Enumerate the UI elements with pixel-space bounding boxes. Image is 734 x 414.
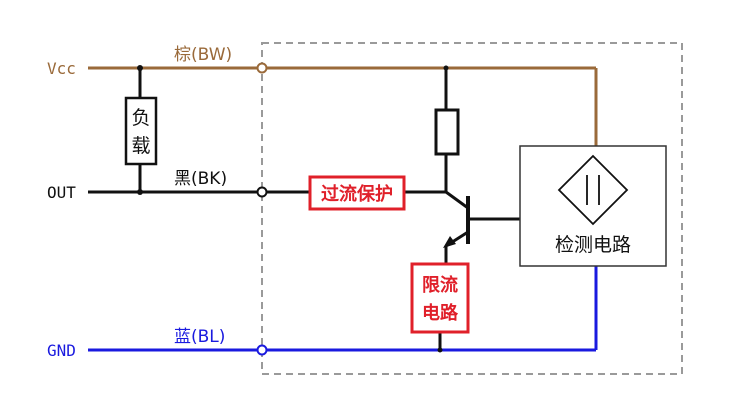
load-label-1: 负 (131, 107, 150, 129)
load-label-2: 载 (131, 135, 150, 157)
junction-dot (137, 65, 143, 71)
detect-label: 检测电路 (555, 234, 631, 256)
pullup-resistor (434, 108, 460, 156)
gnd-label: GND (47, 341, 76, 360)
vcc-terminal (256, 62, 268, 74)
sensor-enclosure (261, 42, 683, 375)
current-limit-block (410, 262, 470, 334)
vcc-label: Vcc (47, 59, 76, 78)
transistor-collector (445, 190, 469, 210)
junction-dot (437, 347, 443, 353)
gnd-terminal (256, 344, 268, 356)
overcurrent-block (308, 175, 406, 211)
detect-block (519, 145, 667, 267)
black-wire-label: 黑(BK) (174, 169, 227, 189)
sensor-symbol-icon (557, 154, 629, 226)
junction-dot (443, 65, 449, 71)
blue-wire-label: 蓝(BL) (174, 327, 225, 347)
out-label: OUT (47, 183, 76, 202)
transistor-emitter-arrow (443, 236, 456, 248)
load-resistor (124, 96, 158, 166)
out-terminal (256, 186, 268, 198)
current-limit-label-1: 限流 (422, 274, 458, 296)
brown-wire-label: 棕(BW) (174, 45, 232, 65)
overcurrent-label: 过流保护 (321, 183, 393, 205)
junction-dot (137, 189, 143, 195)
current-limit-label-2: 电路 (422, 302, 459, 324)
